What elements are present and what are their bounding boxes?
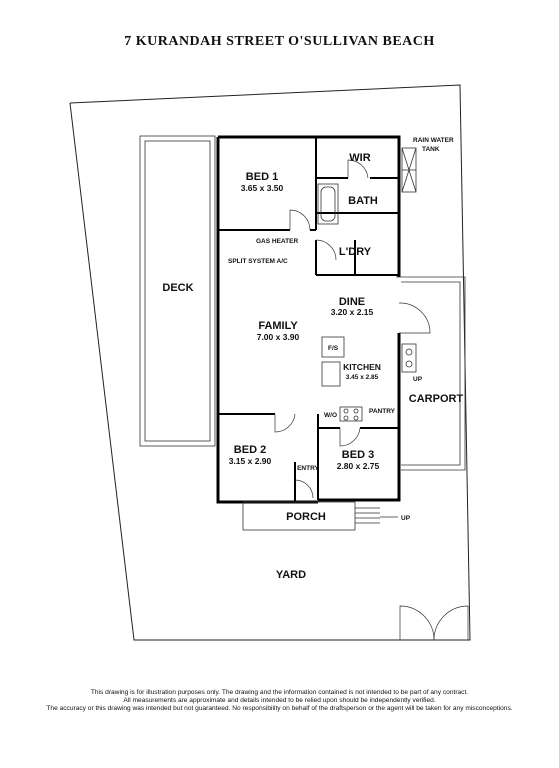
rain-water-label-2: TANK [422,146,440,153]
plan-title: 7 KURANDAH STREET O'SULLIVAN BEACH [124,34,435,49]
site-boundary [69,84,471,641]
wir-label: WIR [349,152,370,164]
carport-label: CARPORT [409,393,464,405]
pantry-label: PANTRY [369,408,396,415]
bed3-label: BED 3 [342,449,374,461]
rain-water-label-1: RAIN WATER [413,137,454,144]
yard-gate [399,605,469,641]
kitchen-size: 3.45 x 2.85 [346,374,379,381]
disclaimer-line-3: The accuracy or this drawing was intende… [46,705,513,712]
disclaimer-line-2: All measurements are approximate and det… [123,697,436,704]
bed1-size: 3.65 x 3.50 [241,183,284,193]
kitchen-label: KITCHEN [343,362,381,372]
up-carport-label: UP [413,376,423,383]
yard-label: YARD [276,569,306,581]
ldry-label: L'DRY [339,246,372,258]
fs-label: F/S [328,345,339,352]
carport-outline [396,276,466,471]
bathtub [317,183,339,225]
up-porch-label: UP [401,515,411,522]
wo-label: W/O [324,412,337,419]
bath-label: BATH [348,195,378,207]
deck-outline [139,135,216,447]
porch-label: PORCH [286,511,326,523]
bed2-label: BED 2 [234,444,266,456]
entry-label: ENTRY [297,465,319,472]
gas-heater-label: GAS HEATER [256,238,298,245]
dine-label: DINE [339,296,365,308]
kitchen-fittings [321,336,417,422]
family-size: 7.00 x 3.90 [257,332,300,342]
disclaimer: This drawing is for illustration purpose… [0,689,559,713]
bed2-size: 3.15 x 2.90 [229,456,272,466]
disclaimer-line-1: This drawing is for illustration purpose… [90,689,469,696]
bed3-size: 2.80 x 2.75 [337,461,380,471]
door-swings [274,159,431,499]
bed1-label: BED 1 [246,171,278,183]
rain-water-tank [401,147,417,193]
porch-outline [242,501,398,531]
deck-label: DECK [162,282,193,294]
split-system-label: SPLIT SYSTEM A/C [228,258,288,265]
family-label: FAMILY [258,320,298,332]
interior-walls [218,137,399,502]
dine-size: 3.20 x 2.15 [331,307,374,317]
